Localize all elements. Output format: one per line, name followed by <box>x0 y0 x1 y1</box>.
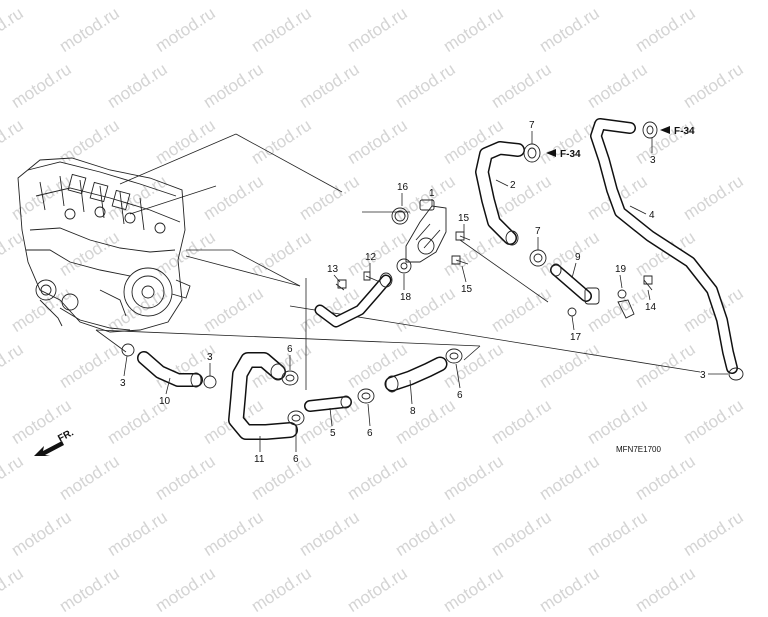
callout-8: 8 <box>410 406 416 417</box>
callout-13: 13 <box>327 264 339 275</box>
front-direction-arrow: FR. <box>34 427 76 456</box>
callout-6a: 6 <box>287 344 293 355</box>
thermostat-housing-1 <box>405 199 447 263</box>
diagram-code: MFN7E1700 <box>616 445 661 454</box>
pipe-12 <box>314 272 393 328</box>
callout-3d: 3 <box>700 370 706 381</box>
callout-9: 9 <box>575 252 581 263</box>
callout-6b: 6 <box>293 454 299 465</box>
ref-f34-right-label: F-34 <box>674 126 695 137</box>
callout-7b: 7 <box>535 226 541 237</box>
water-hose-exploded-diagram: FR. F-34 F-34 1 2 3 3 3 3 4 5 6 6 6 6 7 <box>17 118 744 465</box>
engine-illustration <box>17 157 191 333</box>
hose-4 <box>590 118 738 374</box>
ref-f34-top: F-34 <box>546 149 581 160</box>
callout-16: 16 <box>397 182 409 193</box>
callout-18: 18 <box>400 292 412 303</box>
hose-10 <box>137 351 203 388</box>
callout-2: 2 <box>510 180 516 191</box>
pipe-5 <box>304 395 352 412</box>
callout-6c: 6 <box>367 428 373 439</box>
hose-8 <box>384 356 448 393</box>
callout-17: 17 <box>570 332 582 343</box>
callout-3a: 3 <box>120 378 126 389</box>
callout-3b: 3 <box>207 352 213 363</box>
ref-f34-top-label: F-34 <box>560 149 581 160</box>
ref-f34-right: F-34 <box>660 126 695 137</box>
callout-5: 5 <box>330 428 336 439</box>
callout-6d: 6 <box>457 390 463 401</box>
clamps-and-fasteners <box>121 121 744 426</box>
callout-10: 10 <box>159 396 171 407</box>
callout-4: 4 <box>649 210 655 221</box>
callout-15a: 15 <box>458 213 470 224</box>
hose-11 <box>228 352 298 440</box>
callout-12: 12 <box>365 252 377 263</box>
pipe-9 <box>550 263 600 305</box>
hose-2 <box>475 141 525 246</box>
callout-1: 1 <box>429 188 435 199</box>
fr-label: FR. <box>56 427 76 444</box>
leader-lines <box>95 133 701 390</box>
callouts: 1 2 3 3 3 3 4 5 6 6 6 6 7 7 8 9 10 11 <box>120 120 728 465</box>
callout-3c: 3 <box>650 155 656 166</box>
callout-19: 19 <box>615 264 627 275</box>
callout-7a: 7 <box>529 120 535 131</box>
callout-11: 11 <box>254 454 265 465</box>
callout-14: 14 <box>645 302 657 313</box>
callout-15b: 15 <box>461 284 473 295</box>
